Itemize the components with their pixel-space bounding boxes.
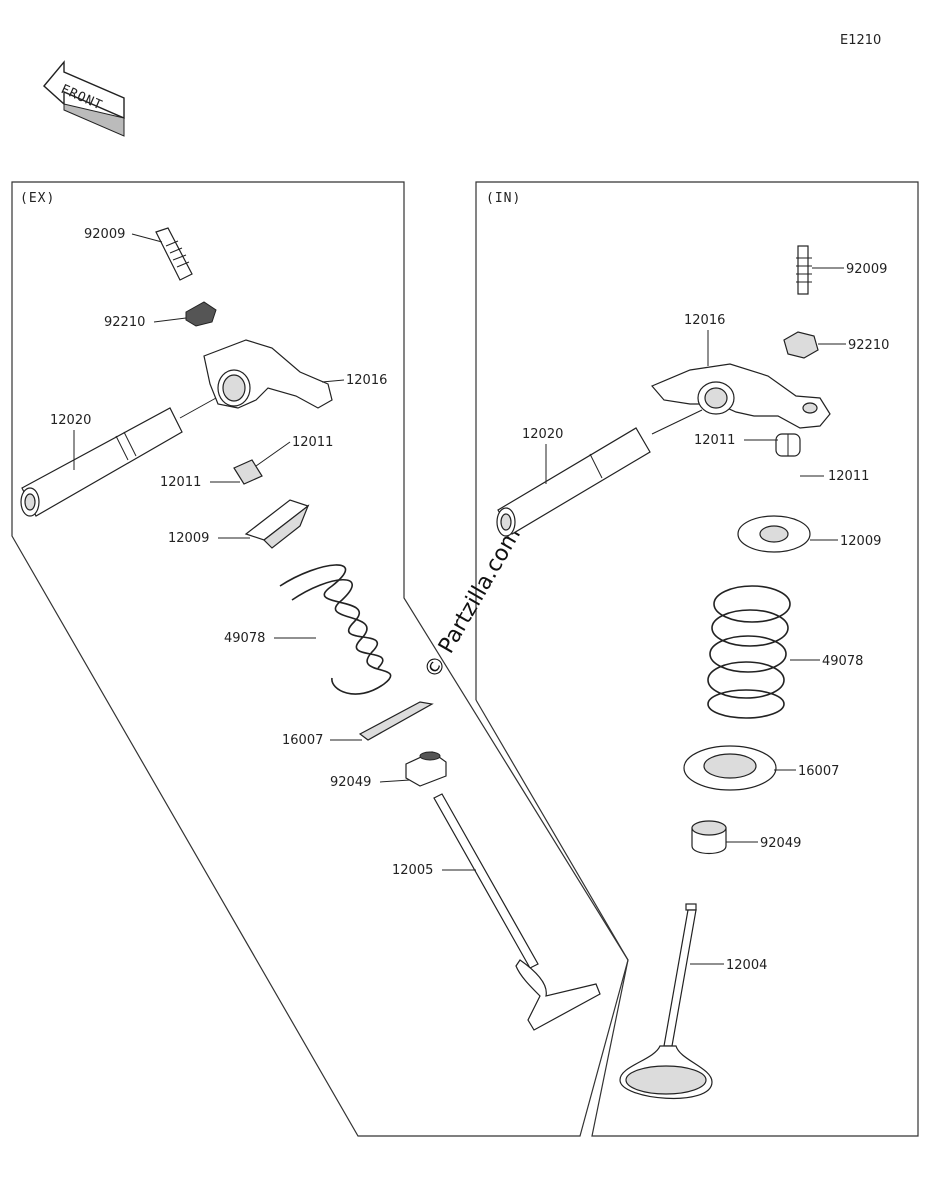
label-in-12009: 12009 [840,534,881,549]
label-in-12011a: 12011 [694,433,735,448]
valve-keeper-in [775,433,801,457]
rocker-arm-in [651,363,831,429]
adjusting-screw-ex [155,227,193,281]
spring-retainer-ex [244,499,310,549]
front-arrow-icon: FRONT [43,60,125,137]
valve-stem-seal-ex [405,751,447,787]
label-ex-49078: 49078 [224,631,265,646]
intake-section-title: (IN) [486,191,521,206]
label-ex-92210: 92210 [104,315,145,330]
lock-nut-ex [185,301,217,327]
label-ex-12011a: 12011 [160,475,201,490]
valve-stem-seal-in [691,820,727,855]
label-in-92049: 92049 [760,836,801,851]
valve-spring-in [707,585,791,719]
lock-nut-in [783,331,819,359]
valve-keeper-ex [233,459,263,485]
spring-retainer-in [737,515,811,553]
diagram-code: E1210 [840,33,881,48]
label-ex-92009: 92009 [84,227,125,242]
valve-spring-ex [279,564,392,695]
label-in-12011b: 12011 [828,469,869,484]
exhaust-section-title: (EX) [20,191,55,206]
label-ex-16007: 16007 [282,733,323,748]
label-in-12020: 12020 [522,427,563,442]
label-ex-12011b: 12011 [292,435,333,450]
watermark: © Partzilla.com [420,523,527,683]
rocker-arm-ex [203,339,333,409]
label-ex-92049: 92049 [330,775,371,790]
label-in-12016: 12016 [684,313,725,328]
label-ex-12016: 12016 [346,373,387,388]
label-ex-12009: 12009 [168,531,209,546]
intake-frame [475,181,919,1137]
adjusting-screw-in [796,245,812,295]
rocker-shaft-in [496,427,651,537]
label-in-92210: 92210 [848,338,889,353]
label-in-12004: 12004 [726,958,767,973]
intake-valve [619,903,713,1099]
exhaust-frame [11,181,629,1137]
label-in-16007: 16007 [798,764,839,779]
rocker-shaft-ex [20,407,183,517]
exhaust-valve [433,793,601,1031]
label-ex-12020: 12020 [50,413,91,428]
label-ex-12005: 12005 [392,863,433,878]
spring-seat-in [683,745,777,791]
label-in-49078: 49078 [822,654,863,669]
spring-seat-ex [358,701,434,741]
label-in-92009: 92009 [846,262,887,277]
